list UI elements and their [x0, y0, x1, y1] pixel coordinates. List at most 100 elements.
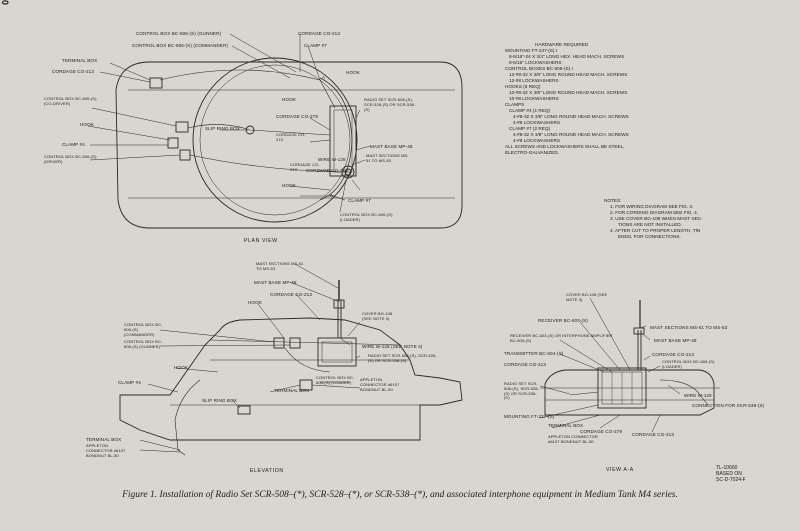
note-line: 2. FOR CORDING DIAGRAM SEE FIG. 4.	[610, 210, 699, 215]
view-aa-title: VIEW A-A	[606, 467, 634, 473]
hardware-line: 8-5/16"-24 X 3/4" LONG HEX. HEAD MACH. S…	[509, 54, 625, 59]
aa-cordage-top-label: CORDAGE CO-213	[652, 352, 694, 357]
hardware-line: 4-#8-32 X 3/8" LONG ROUND HEAD MACH. SCR…	[513, 132, 629, 137]
elev-cordage-top-label: CORDAGE CO-213	[270, 292, 312, 297]
aa-mast-sections-label: MAST SECTIONS MS-51 TO MS-53	[650, 325, 728, 330]
elev-hook2-label: HOOK	[174, 365, 188, 370]
notes-block: NOTES: 1. FOR WIRING DIAGRAM SEE FIG. 3.…	[604, 198, 703, 240]
elev-appleton-label: APPLETON CONNECTOR #6107 BONDNUT BL-50	[360, 377, 400, 392]
elev-cb-commander-label: CONTROL BOX BC-606-(S) (COMMANDER)	[124, 322, 163, 337]
plan-hook-top-label: HOOK	[346, 70, 360, 75]
plan-cordage-bottom-label: CORDAGE CO-213	[290, 162, 320, 172]
elev-hook-label: HOOK	[248, 300, 262, 305]
plan-cordage-mid-label: CORDAGE CO-213	[276, 132, 306, 142]
tl-number: TL-10660	[716, 465, 738, 471]
plan-cb-codriver-label: CONTROL BOX BC-606-(S) (CO-DRIVER)	[44, 96, 97, 106]
drawing-reference: TL-10660 BASED ON SC-D-7024-F	[716, 465, 746, 483]
aa-cordage-279-label: CORDAGE CO-279	[580, 429, 622, 434]
plan-cordage-top-label: CORDAGE CO-213	[298, 31, 340, 36]
notes-title: NOTES:	[604, 198, 622, 203]
elevation-title: ELEVATION	[250, 468, 284, 474]
hardware-line: CLAMP #7 (2 REQ)	[509, 126, 551, 131]
plan-cordage-left-label: CORDAGE CO-213	[52, 69, 94, 74]
aa-cover-label: COVER BG-108 (SEE NOTE 3)	[566, 292, 608, 302]
hardware-line: ALL SCREWS AND LOCKWASHERS SHALL BE STEE…	[505, 144, 625, 149]
aa-radio-set-label: RADIO SET SCR-508-(S), SCR-528-(S) OR SC…	[504, 381, 540, 401]
plan-hook-right-label: HOOK	[282, 97, 296, 102]
plan-terminal-box-label: TERMINAL BOX	[62, 58, 98, 63]
figure-caption: Figure 1. Installation of Radio Set SCR-…	[122, 490, 678, 500]
hardware-line: 10-#8 LOCKWASHERS	[509, 96, 559, 101]
note-line: ENDS, FOR CONNECTIONS.	[618, 234, 681, 239]
note-line: 4. AFTER CUT TO PROPER LENGTH, TIN	[610, 228, 701, 233]
plan-slip-ring-label: SLIP RING BOX	[205, 126, 240, 131]
hardware-line: 12-#8-32 X 3/8" LONG ROUND HEAD MACH. SC…	[509, 72, 628, 77]
elev-terminal-box-label: TERMINAL BOX	[274, 388, 310, 393]
plan-radio-set-label: RADIO SET SCR-508-(S), SCR-528-(S) OR SC…	[364, 97, 416, 112]
plan-hook-bottom-label: HOOK	[282, 183, 296, 188]
hardware-line: 4-#8 LOCKWASHERS	[513, 138, 560, 143]
plan-cb-driver-label: CONTROL BOX BC-606-(S) (DRIVER)	[44, 154, 97, 164]
hardware-line: 4-#8-32 X 3/8" LONG ROUND HEAD MACH. SCR…	[513, 114, 629, 119]
aa-mounting-label: MOUNTING FT-237-(S)	[504, 414, 555, 419]
note-line: 1. FOR WIRING DIAGRAM SEE FIG. 3.	[610, 204, 694, 209]
elev-clamp4-label: CLAMP #4	[118, 380, 141, 385]
tl-drawing: SC-D-7024-F	[716, 477, 746, 483]
aa-cordage-right-label: CORDAGE CO-213	[632, 432, 674, 437]
aa-receiver-603-label: RECEIVER BC-603-(S)	[538, 318, 588, 323]
elev-wire-label: WIRE W-128 (SEE NOTE 4)	[362, 344, 423, 349]
plan-cb-commander-label: CONTROL BOX BC-606-(S) (COMMANDER)	[132, 43, 229, 48]
hardware-title: HARDWARE REQUIRED	[535, 42, 589, 47]
aa-terminal-box-label: TERMINAL BOX	[548, 423, 584, 428]
plan-clamp7-bottom-label: CLAMP #7	[348, 198, 371, 203]
aa-receiver-amp-label: RECEIVER BC-603-(S) OR INTERPHONE AMPLIF…	[510, 333, 613, 343]
plan-section-a-top: A	[322, 75, 326, 80]
aa-wire-label: WIRE W-128	[684, 393, 712, 398]
hardware-line: HOOKS (5 REQ)	[505, 84, 541, 89]
elev-radio-set-label: RADIO SET SCR-508-(S), SCR-528-(S) OR SC…	[368, 353, 437, 363]
elev-slip-ring-label: SLIP RING BOX	[202, 398, 237, 403]
elev-mast-sections-label: MAST SECTIONS MS-51 TO MS-53	[256, 261, 304, 271]
plan-cordage-279-label: CORDAGE CO-279	[276, 114, 318, 119]
plan-section-a-bottom: A	[330, 193, 334, 198]
tl-based-on: BASED ON	[716, 471, 742, 477]
elev-mast-base-label: MAST BASE MP-48	[254, 280, 297, 285]
elev-terminal-box2-label: TERMINAL BOX	[86, 437, 122, 442]
plan-cb-loader-label: CONTROL BOX BC-606-(S) (LOADER)	[340, 212, 393, 222]
page-number: 0	[0, 0, 10, 6]
hardware-line: CONTROL BOXES BC-606-(S) I	[505, 66, 573, 71]
plan-hook-left-label: HOOK	[80, 122, 94, 127]
plan-cordage-213-right-label: CORDAGE CO-213	[306, 168, 348, 173]
elev-cb-gunner-label: CONTROL BOX BC-606-(S) (GUNNER)	[124, 339, 163, 349]
elev-appleton2-label: APPLETON CONNECTOR #6107 BONDNUT BL-50	[86, 443, 126, 458]
elev-cover-label: COVER BG-108 (SEE NOTE 3)	[362, 311, 393, 321]
elevation-drawing	[119, 263, 463, 456]
note-line: TIONS ARE NOT INSTALLED.	[618, 222, 682, 227]
plan-view-drawing	[87, 33, 463, 229]
elev-cb-loader-label: CONTROL BOX BC-606-(S) (LOADER)	[316, 375, 355, 385]
hardware-line: 4-#8 LOCKWASHERS	[513, 120, 560, 125]
plan-clamp7-top-label: CLAMP #7	[304, 43, 327, 48]
plan-wire-label: WIRE W-128	[318, 157, 346, 162]
hardware-line: ELECTRO-GALVANIZED.	[505, 150, 560, 155]
hardware-line: 8-5/16" LOCKWASHERS	[509, 60, 562, 65]
view-aa-drawing	[539, 297, 720, 433]
aa-transmitter-label: TRANSMITTER BC-604-(S)	[504, 351, 564, 356]
note-line: 3. USE COVER BG-108 WHEN MAST SEC-	[610, 216, 703, 221]
hardware-line: 10-#8-32 X 3/8" LONG ROUND HEAD MACH. SC…	[509, 90, 628, 95]
aa-mast-base-label: MAST BASE MP-48	[654, 338, 697, 343]
hardware-line: CLAMPS	[505, 102, 525, 107]
aa-connection-label: CONNECTION FOR SCR-538-(S)	[692, 403, 765, 408]
plan-cb-gunner-label: CONTROL BOX BC-606-(S) (GUNNER)	[136, 31, 222, 36]
plan-mast-base-label: MAST BASE MP-48	[370, 144, 413, 149]
aa-appleton-label: APPLETON CONNECTOR #6107 BONDNUT BL-50	[548, 434, 598, 444]
plan-clamp4-label: CLAMP #4	[62, 142, 85, 147]
plan-view-title: PLAN VIEW	[244, 238, 278, 244]
aa-cordage-left-label: CORDAGE CO-213	[504, 362, 546, 367]
plan-mast-sections-label: MAST SECTIONS MS-51 TO MS-53	[366, 153, 409, 163]
hardware-required-block: HARDWARE REQUIRED MOUNTING FT-237-(S) I …	[505, 42, 629, 156]
hardware-line: MOUNTING FT-237-(S) I	[505, 48, 558, 53]
hardware-line: CLAMP #4 (1 REQ)	[509, 108, 551, 113]
